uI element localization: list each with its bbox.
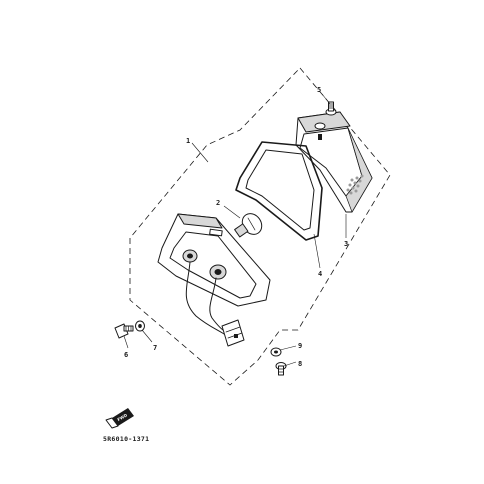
part-7-washer: [135, 320, 145, 332]
forward-arrow-label: FWD: [116, 412, 128, 422]
callout-2: 2: [216, 199, 220, 207]
callout-8: 8: [298, 360, 302, 368]
callout-9: 9: [298, 342, 302, 350]
wire-harness: [185, 261, 245, 347]
part-5-screw: [325, 101, 337, 116]
leader-lines: [123, 93, 347, 367]
callout-1: 1: [186, 137, 190, 145]
callout-5: 5: [317, 86, 321, 94]
part-9-washer: [270, 347, 282, 357]
part-2-bulb: [234, 213, 263, 238]
callout-3: 3: [344, 240, 348, 248]
callout-7: 7: [153, 344, 157, 352]
part-1-taillight-base: [157, 213, 271, 307]
part-6-bolt: [114, 323, 134, 339]
diagram-code: 5R6010-1371: [103, 435, 149, 443]
part-8-screw: [275, 362, 287, 376]
assembly-boundary: [129, 67, 391, 386]
part-3-lens-housing: [295, 111, 373, 213]
callout-6: 6: [124, 351, 128, 359]
forward-arrow-icon: FWD: [105, 408, 134, 429]
callout-4: 4: [318, 270, 322, 278]
part-4-gasket: [235, 141, 323, 241]
